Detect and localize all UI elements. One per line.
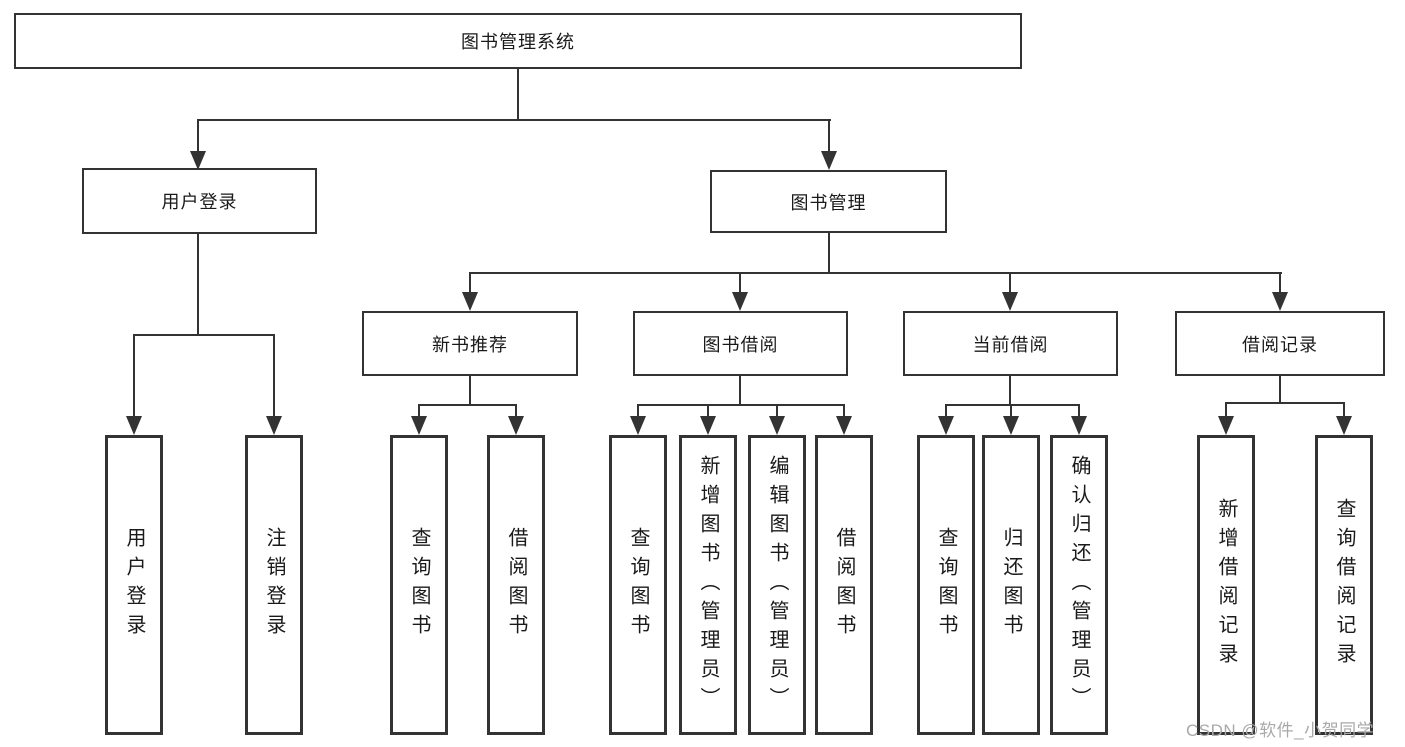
- connector-borrow-record-trunk: [1279, 376, 1281, 404]
- connector-stem: [637, 404, 639, 418]
- connector-new-book-trunk: [469, 376, 471, 406]
- node-label: 查询图书: [627, 527, 649, 643]
- connector-stem: [843, 404, 845, 418]
- connector-root-trunk: [517, 69, 519, 120]
- arrowhead-icon: [462, 292, 478, 311]
- arrowhead-icon: [1002, 292, 1018, 311]
- connector-book-borrow-trunk: [739, 376, 741, 406]
- arrowhead-icon: [836, 416, 852, 435]
- leaf-add-books-admin: 新增图书（管理员）: [679, 435, 737, 735]
- arrowhead-icon: [1071, 416, 1087, 435]
- connector-stem: [945, 404, 947, 418]
- node-current-borrow: 当前借阅: [903, 311, 1118, 376]
- leaf-query-books-2: 查询图书: [609, 435, 667, 735]
- node-label: 新增借阅记录: [1215, 498, 1237, 672]
- leaf-borrow-books-1: 借阅图书: [487, 435, 545, 735]
- connector-book-borrow-split: [637, 404, 845, 406]
- connector-stem: [1078, 404, 1080, 418]
- arrowhead-icon: [1218, 416, 1234, 435]
- node-label: 编辑图书（管理员）: [766, 454, 788, 716]
- node-label: 图书借阅: [702, 334, 779, 355]
- node-user-login: 用户登录: [82, 168, 317, 234]
- leaf-add-borrow-record: 新增借阅记录: [1197, 435, 1255, 735]
- arrowhead-icon: [732, 292, 748, 311]
- node-book-borrow: 图书借阅: [633, 311, 848, 376]
- node-label: 新增图书（管理员）: [697, 454, 719, 716]
- connector-book-mgmt-split: [469, 272, 1282, 274]
- connector-stem: [1279, 272, 1281, 294]
- leaf-logout: 注销登录: [245, 435, 303, 735]
- leaf-query-books-1: 查询图书: [390, 435, 448, 735]
- node-label: 用户登录: [123, 527, 145, 643]
- arrowhead-icon: [700, 416, 716, 435]
- node-label: 图书管理系统: [461, 32, 575, 52]
- leaf-confirm-return-admin: 确认归还（管理员）: [1050, 435, 1108, 735]
- connector-user-login-trunk: [197, 234, 199, 336]
- node-label: 归还图书: [1000, 527, 1022, 643]
- connector-stem: [707, 404, 709, 418]
- leaf-return-books: 归还图书: [982, 435, 1040, 735]
- node-label: 用户登录: [161, 192, 238, 212]
- node-label: 借阅图书: [833, 527, 855, 643]
- node-new-book-recommend: 新书推荐: [362, 311, 578, 376]
- connector-new-book-split: [418, 404, 517, 406]
- leaf-query-books-3: 查询图书: [917, 435, 975, 735]
- connector-current-borrow-trunk: [1009, 376, 1011, 406]
- leaf-query-borrow-record: 查询借阅记录: [1315, 435, 1373, 735]
- node-label: 当前借阅: [972, 334, 1049, 355]
- connector-stem: [776, 404, 778, 418]
- arrowhead-icon: [769, 416, 785, 435]
- arrowhead-icon: [630, 416, 646, 435]
- connector-borrow-record-split: [1225, 402, 1345, 404]
- connector-user-login-split: [133, 334, 275, 336]
- connector-stem: [469, 272, 471, 294]
- node-label: 确认归还（管理员）: [1068, 454, 1090, 716]
- node-label: 新书推荐: [432, 334, 508, 355]
- arrowhead-icon: [126, 416, 142, 435]
- node-label: 查询图书: [408, 527, 430, 643]
- connector-stem: [1010, 404, 1012, 418]
- csdn-watermark: CSDN @软件_小贺同学: [1186, 721, 1375, 740]
- arrowhead-icon: [266, 416, 282, 435]
- connector-stem: [273, 334, 275, 418]
- connector-stem: [1009, 272, 1011, 294]
- node-label: 注销登录: [263, 527, 285, 643]
- node-label: 借阅图书: [505, 527, 527, 643]
- arrowhead-icon: [411, 416, 427, 435]
- node-label: 查询图书: [935, 527, 957, 643]
- leaf-user-login: 用户登录: [105, 435, 163, 735]
- connector-current-borrow-split: [945, 404, 1080, 406]
- leaf-borrow-books-2: 借阅图书: [815, 435, 873, 735]
- arrowhead-icon: [508, 416, 524, 435]
- connector-book-mgmt-trunk: [828, 233, 830, 274]
- connector-stem: [1225, 402, 1227, 418]
- connector-stem: [133, 334, 135, 418]
- node-book-management: 图书管理: [710, 170, 947, 233]
- connector-stem: [418, 404, 420, 418]
- connector-stem: [197, 119, 199, 153]
- connector-stem: [828, 119, 830, 153]
- connector-stem: [739, 272, 741, 294]
- arrowhead-icon: [1003, 416, 1019, 435]
- arrowhead-icon: [821, 151, 837, 170]
- connector-stem: [515, 404, 517, 418]
- node-label: 借阅记录: [1242, 334, 1318, 355]
- connector-stem: [1343, 402, 1345, 418]
- arrowhead-icon: [938, 416, 954, 435]
- node-label: 图书管理: [790, 192, 867, 213]
- connector-root-split: [197, 119, 831, 121]
- node-label: 查询借阅记录: [1333, 498, 1355, 672]
- leaf-edit-books-admin: 编辑图书（管理员）: [748, 435, 806, 735]
- arrowhead-icon: [190, 151, 206, 170]
- arrowhead-icon: [1336, 416, 1352, 435]
- node-library-management-system: 图书管理系统: [14, 13, 1022, 69]
- node-borrow-record: 借阅记录: [1175, 311, 1385, 376]
- arrowhead-icon: [1272, 292, 1288, 311]
